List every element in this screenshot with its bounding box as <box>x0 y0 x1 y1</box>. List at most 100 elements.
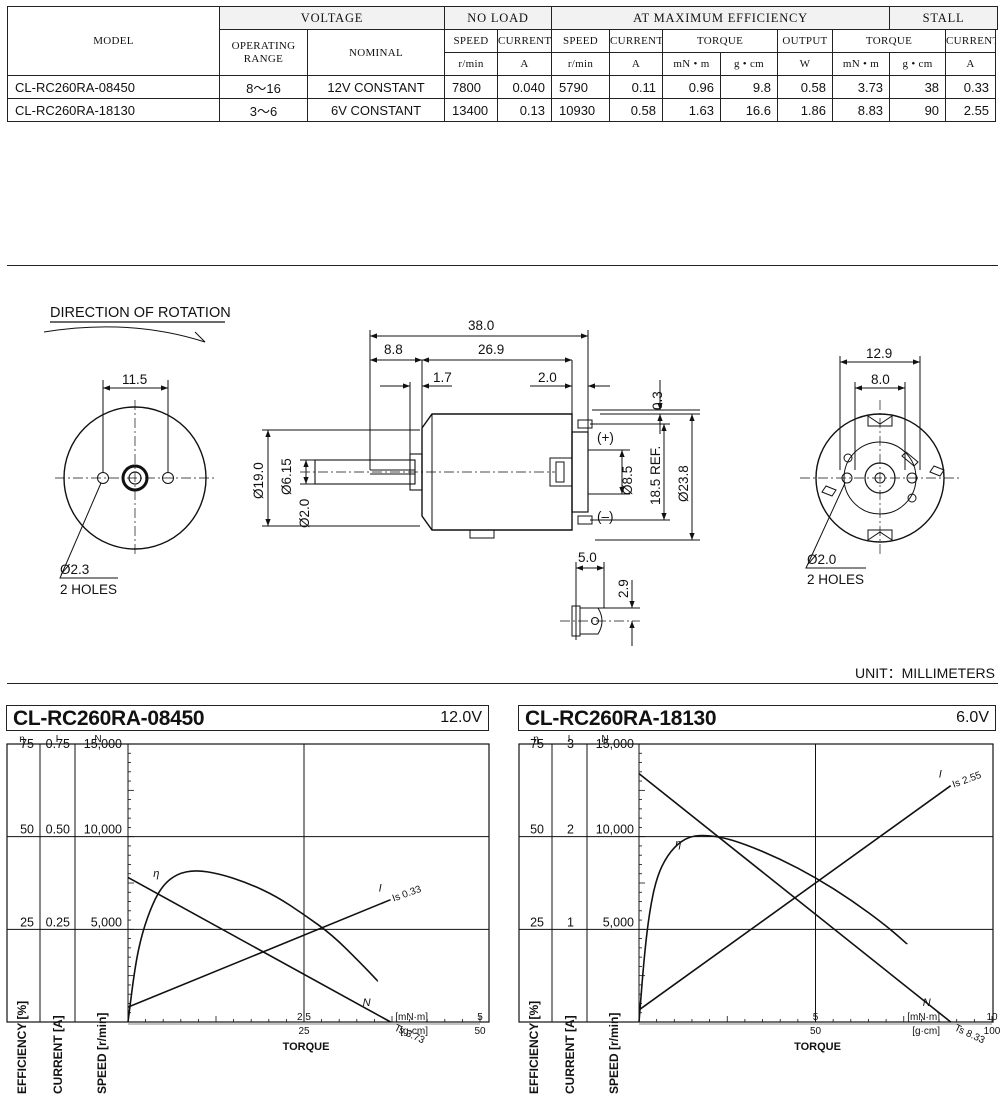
hole-right-count: 2 HOLES <box>807 572 864 587</box>
series-symbol: η <box>153 868 159 880</box>
axis-symbol: I <box>568 734 571 745</box>
cell-range: 8～16 <box>219 75 308 99</box>
y-tick-label: 0.25 <box>46 915 70 929</box>
series-end-label: Is 0.33 <box>391 884 423 905</box>
x-tick-label-mnm: 5 <box>477 1012 483 1023</box>
header-me-speed: SPEED <box>551 29 610 53</box>
series-line-speed <box>127 876 391 1023</box>
series-symbol: I <box>379 883 382 895</box>
cell-me-torque-g: 9.8 <box>720 75 778 99</box>
y-tick-label: 75 <box>20 737 34 751</box>
cell-st-torque-mn: 3.73 <box>831 75 891 99</box>
y-tick-label: 50 <box>530 823 544 837</box>
cell-me-speed: 5790 <box>551 75 610 99</box>
dim-8-8: 8.8 <box>384 342 403 357</box>
unit-label: UNIT：MILLIMETERS <box>854 665 995 681</box>
direction-label: DIRECTION OF ROTATION <box>50 305 231 321</box>
x-tick-label-mnm: 2.5 <box>297 1012 311 1023</box>
dim-1-7: 1.7 <box>433 370 452 385</box>
y-axis-title: CURRENT [A] <box>51 1015 65 1094</box>
dim-phi8-5: Ø8.5 <box>620 466 635 495</box>
y-axis-title: EFFICIENCY [%] <box>15 1001 29 1094</box>
x-unit-gcm: [g·cm] <box>912 1026 940 1037</box>
series-symbol: η <box>675 838 681 850</box>
header-no-load: NO LOAD <box>444 6 552 30</box>
x-tick-label-mnm: 5 <box>813 1012 819 1023</box>
x-tick-label-mnm: 10 <box>986 1012 998 1023</box>
y-tick-label: 25 <box>20 915 34 929</box>
cell-st-current: 0.33 <box>945 75 997 99</box>
table-row: CL-RC260RA-08450 8～16 12V CONSTANT 7800 … <box>7 75 998 99</box>
dim-26-9: 26.9 <box>478 342 504 357</box>
y-tick-label: 75 <box>530 737 544 751</box>
cell-me-speed: 10930 <box>551 98 610 122</box>
x-unit-mnm: [mN·m] <box>395 1012 428 1023</box>
unit-me-current: A <box>609 52 663 76</box>
dim-2-9: 2.9 <box>616 579 631 598</box>
unit-me-output: W <box>777 52 833 76</box>
hole-right-dia: Ø2.0 <box>807 552 836 567</box>
series-symbol: I <box>939 769 942 781</box>
y-tick-label: 10,000 <box>596 823 634 837</box>
cell-nl-current: 0.13 <box>497 98 552 122</box>
terminal-minus: (–) <box>597 509 614 524</box>
unit-nl-current: A <box>497 52 552 76</box>
header-nl-speed: SPEED <box>444 29 498 53</box>
section-divider <box>7 683 998 684</box>
unit-st-torque-g: g • cm <box>889 52 947 76</box>
motor-drawing: DIRECTION OF ROTATION 11.5 Ø2.3 2 HOLES <box>43 305 960 646</box>
dim-phi2-0: Ø2.0 <box>297 499 312 528</box>
y-tick-label: 10,000 <box>84 823 122 837</box>
chart-title-left: CL-RC260RA-08450 12.0V <box>6 705 489 731</box>
chart-frame <box>518 743 994 1023</box>
cell-model: CL-RC260RA-18130 <box>7 98 220 122</box>
unit-me-torque-g: g • cm <box>720 52 778 76</box>
y-tick-label: 0.50 <box>46 823 70 837</box>
cell-model: CL-RC260RA-08450 <box>7 75 220 99</box>
header-model: MODEL <box>7 6 220 76</box>
x-unit-gcm: [g·cm] <box>400 1026 428 1037</box>
axis-symbol: I <box>56 734 59 745</box>
series-line-current <box>638 785 952 1011</box>
cell-me-torque-g: 16.6 <box>720 98 778 122</box>
x-tick-label-gcm: 50 <box>474 1026 486 1037</box>
y-axis-title: EFFICIENCY [%] <box>527 1001 541 1094</box>
y-axis-title: SPEED [r/min] <box>607 1013 621 1094</box>
header-max-efficiency: AT MAXIMUM EFFICIENCY <box>550 6 891 30</box>
header-me-output: OUTPUT <box>777 29 833 53</box>
hole-left-count: 2 HOLES <box>60 582 117 597</box>
series-symbol: N <box>923 997 931 1009</box>
y-tick-label: 5,000 <box>91 915 122 929</box>
dim-phi6-15: Ø6.15 <box>279 458 294 495</box>
chart-title-right: CL-RC260RA-18130 6.0V <box>518 705 996 731</box>
cell-me-torque-mn: 1.63 <box>662 98 721 122</box>
cell-st-torque-mn: 8.83 <box>831 98 891 122</box>
chart-left-model: CL-RC260RA-08450 <box>13 707 205 730</box>
dim-38: 38.0 <box>468 318 494 333</box>
dim-phi19: Ø19.0 <box>251 462 266 499</box>
header-me-torque: TORQUE <box>662 29 778 53</box>
unit-me-torque-mn: mN • m <box>662 52 721 76</box>
cell-range: 3～6 <box>219 98 308 122</box>
chart-frame <box>6 743 490 1023</box>
header-st-torque: TORQUE <box>831 29 947 53</box>
cell-me-current: 0.11 <box>609 75 663 99</box>
cell-st-torque-g: 90 <box>889 98 947 122</box>
y-tick-label: 0.75 <box>46 737 70 751</box>
y-axis-title: SPEED [r/min] <box>95 1013 109 1094</box>
y-tick-label: 15,000 <box>84 737 122 751</box>
series-line-efficiency <box>638 834 908 1023</box>
y-tick-label: 2 <box>567 823 574 837</box>
dim-0-3: 0.3 <box>650 391 665 410</box>
cell-nominal: 12V CONSTANT <box>307 75 445 99</box>
axis-symbol: N <box>94 734 101 745</box>
table-row: CL-RC260RA-18130 3～6 6V CONSTANT 13400 0… <box>7 98 998 122</box>
cell-nl-current: 0.040 <box>497 75 552 99</box>
unit-st-torque-mn: mN • m <box>831 52 891 76</box>
axis-symbol: η <box>533 734 539 745</box>
chart-right-model: CL-RC260RA-18130 <box>525 707 717 730</box>
x-unit-mnm: [mN·m] <box>907 1012 940 1023</box>
dim-11-5: 11.5 <box>122 372 147 387</box>
rotation-arrow <box>43 326 206 343</box>
